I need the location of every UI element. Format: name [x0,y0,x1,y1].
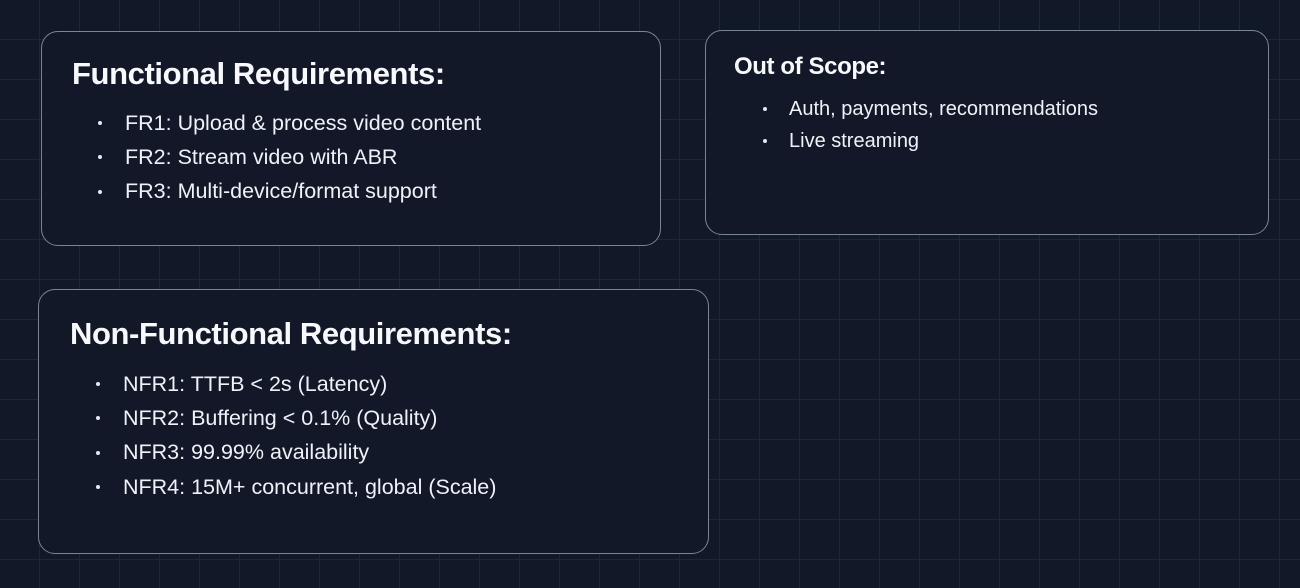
card-out-of-scope: Out of Scope: Auth, payments, recommenda… [705,30,1269,235]
list-item: NFR2: Buffering < 0.1% (Quality) [70,401,682,435]
list-item: Live streaming [734,125,1242,157]
card-out-of-scope-title: Out of Scope: [734,53,887,80]
list-item: FR1: Upload & process video content [72,106,634,140]
card-functional-requirements-title: Functional Requirements: [72,56,445,91]
list-item: NFR3: 99.99% availability [70,435,682,469]
non-functional-requirements-list: NFR1: TTFB < 2s (Latency) NFR2: Bufferin… [70,367,682,505]
card-functional-requirements: Functional Requirements: FR1: Upload & p… [41,31,661,246]
card-non-functional-requirements: Non-Functional Requirements: NFR1: TTFB … [38,289,709,554]
card-functional-requirements-content: Functional Requirements: FR1: Upload & p… [42,32,660,209]
card-non-functional-requirements-title: Non-Functional Requirements: [70,316,512,351]
card-non-functional-requirements-content: Non-Functional Requirements: NFR1: TTFB … [39,290,708,504]
list-item: FR3: Multi-device/format support [72,174,634,208]
list-item: NFR1: TTFB < 2s (Latency) [70,367,682,401]
out-of-scope-list: Auth, payments, recommendations Live str… [734,93,1242,157]
list-item: NFR4: 15M+ concurrent, global (Scale) [70,470,682,504]
list-item: Auth, payments, recommendations [734,93,1242,125]
functional-requirements-list: FR1: Upload & process video content FR2:… [72,106,634,209]
list-item: FR2: Stream video with ABR [72,140,634,174]
card-out-of-scope-content: Out of Scope: Auth, payments, recommenda… [706,31,1268,157]
